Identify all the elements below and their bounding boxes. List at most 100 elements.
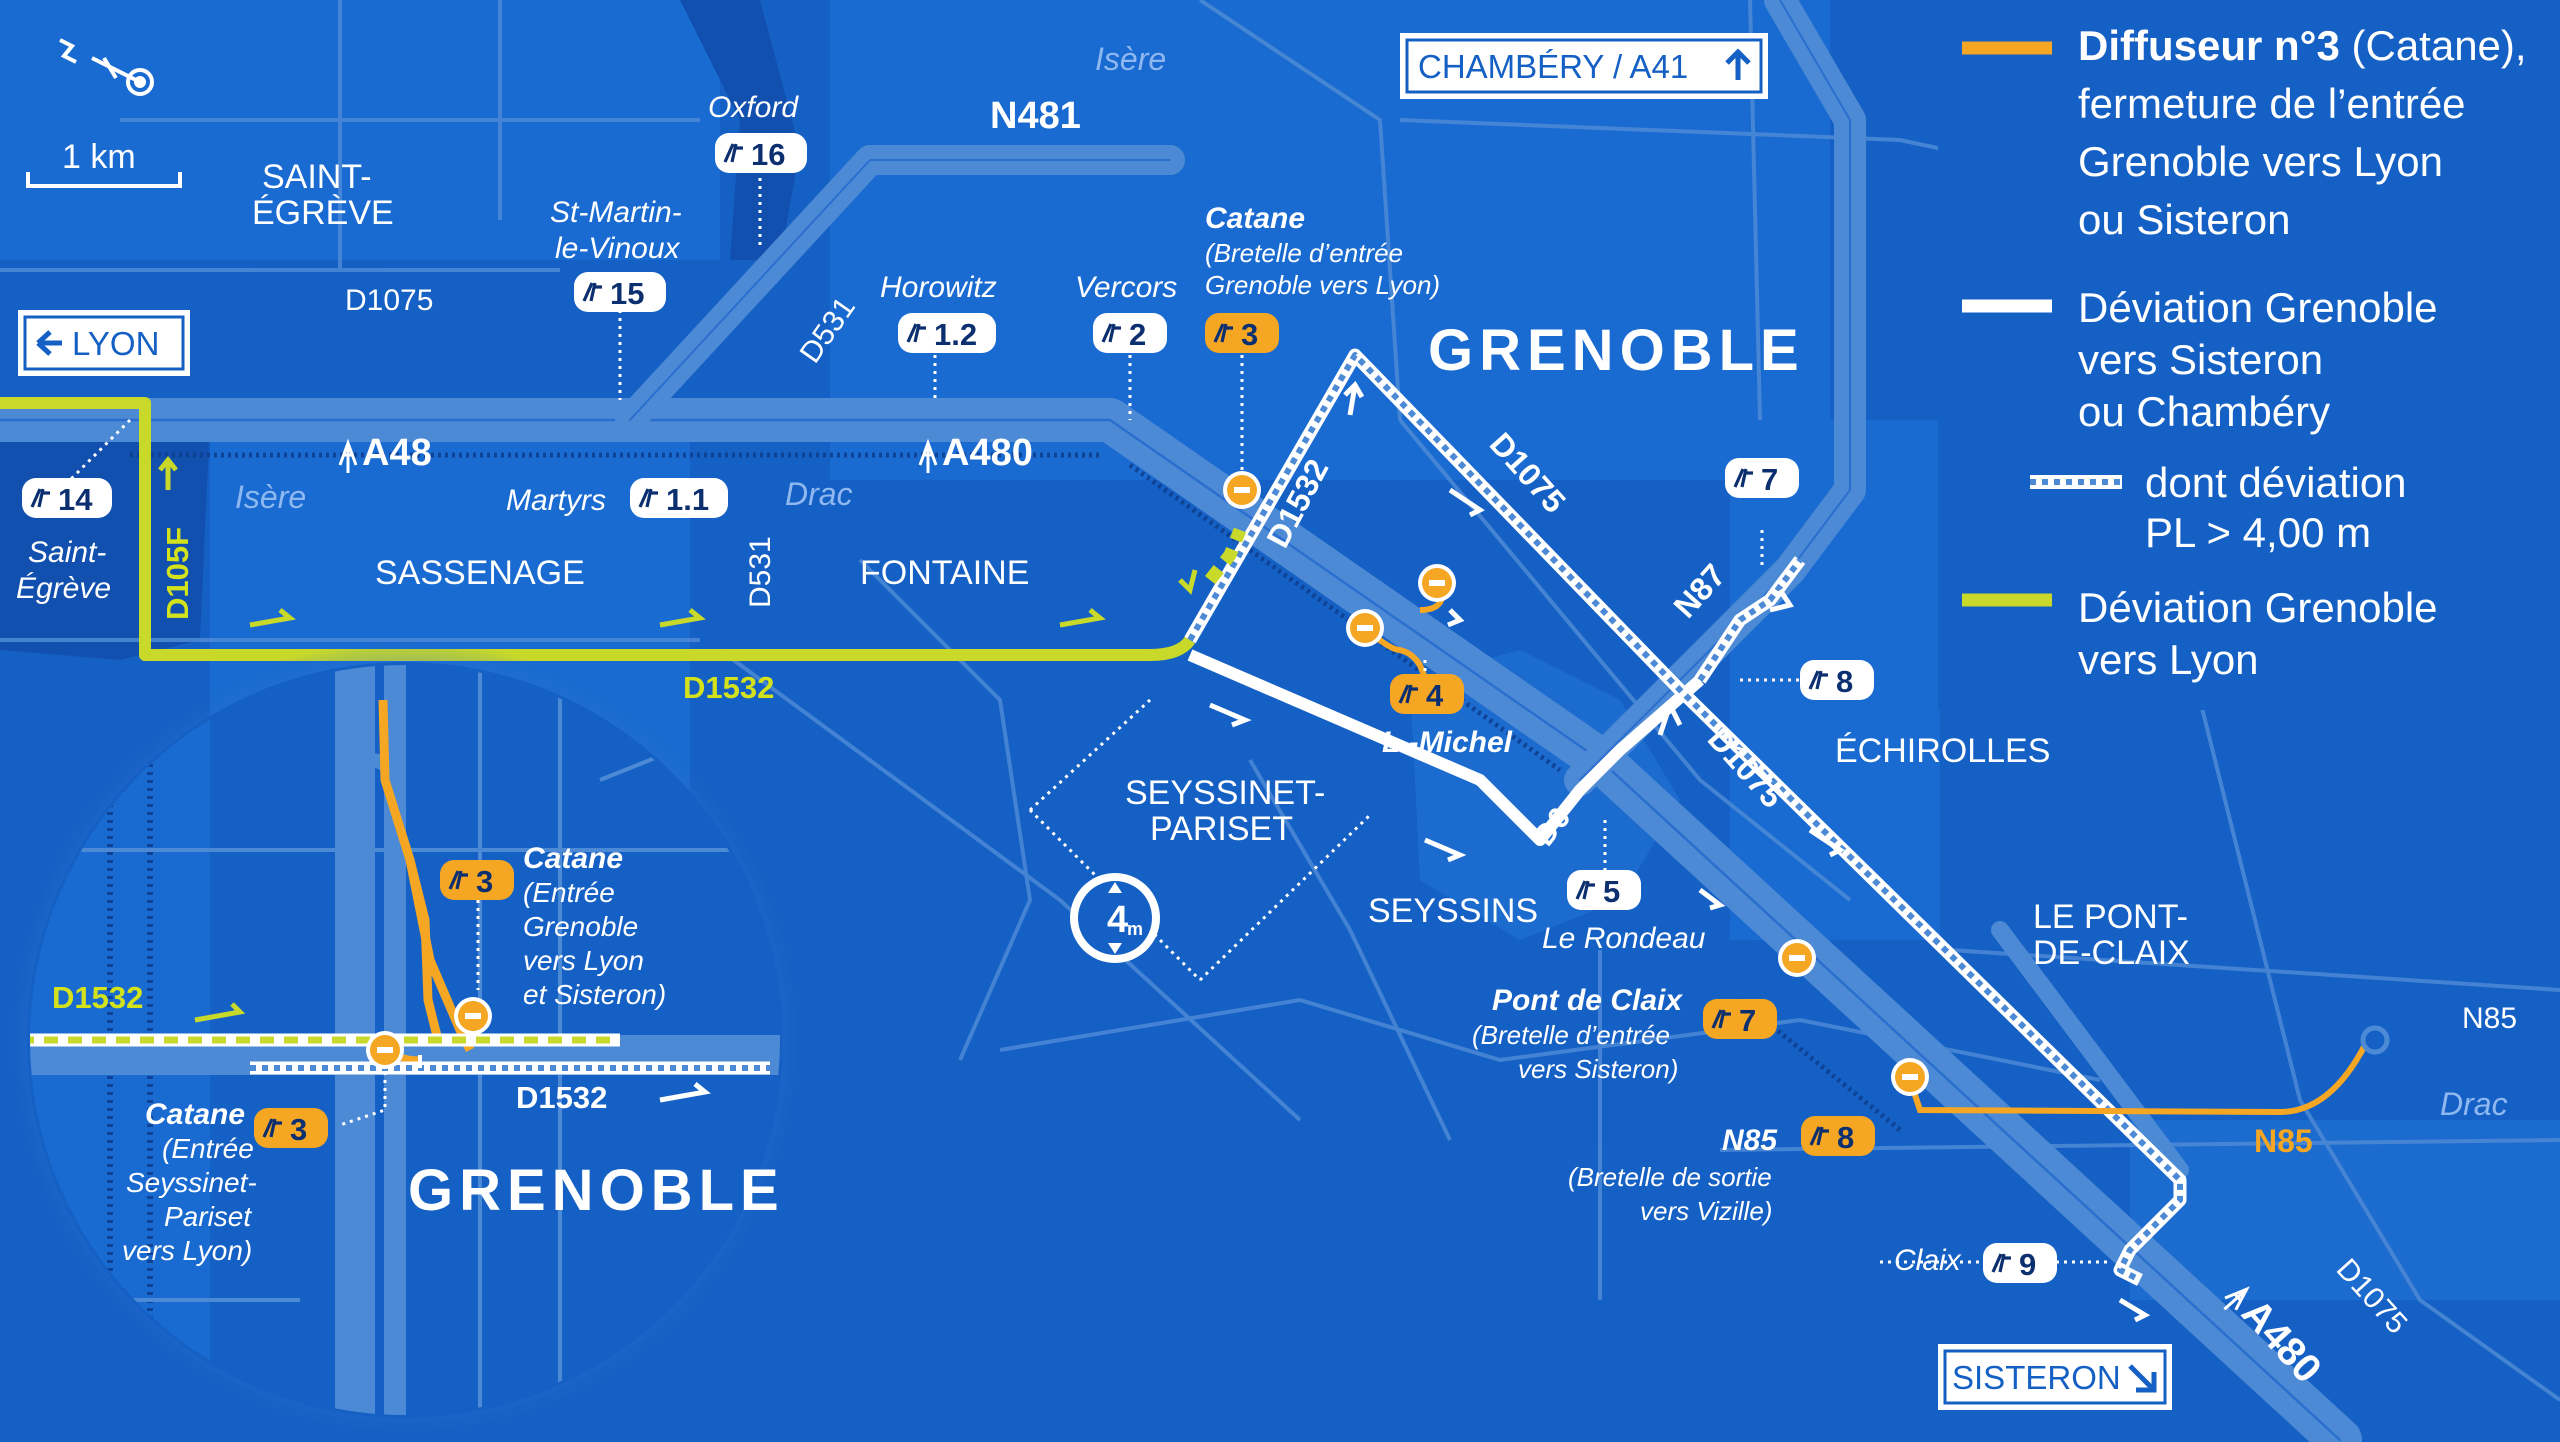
svg-text:vers Vizille): vers Vizille) — [1640, 1196, 1772, 1226]
svg-text:14: 14 — [58, 482, 93, 517]
svg-text:ou Chambéry: ou Chambéry — [2078, 388, 2330, 435]
svg-text:Égrève: Égrève — [16, 572, 111, 605]
sign-chambery: CHAMBÉRY / A41 — [1400, 33, 1768, 99]
deviation-lyon-arrows — [158, 455, 1198, 628]
svg-text:Horowitz: Horowitz — [880, 271, 997, 304]
sign-sisteron: SISTERON — [1938, 1344, 2172, 1410]
svg-text:1.2: 1.2 — [934, 317, 977, 352]
height-limit-value: 4 — [1107, 899, 1128, 941]
svg-text:dont déviation: dont déviation — [2145, 459, 2407, 506]
svg-text:3: 3 — [476, 864, 493, 899]
svg-text:SEYSSINET-: SEYSSINET- — [1125, 774, 1325, 812]
closure-marker-lmichel-2 — [1346, 609, 1384, 647]
svg-text:FONTAINE: FONTAINE — [860, 554, 1029, 592]
exit-badge-7-rocade: 7 — [1725, 458, 1799, 498]
svg-text:PL > 4,00 m: PL > 4,00 m — [2145, 509, 2371, 556]
svg-text:Drac: Drac — [785, 476, 853, 512]
svg-text:D1075: D1075 — [345, 284, 433, 317]
svg-text:ÉGRÈVE: ÉGRÈVE — [252, 194, 394, 232]
svg-text:Saint-: Saint- — [28, 536, 106, 569]
deviation-sisteron-route — [1187, 649, 1704, 846]
svg-text:N85: N85 — [2254, 1123, 2313, 1159]
svg-text:(Entrée: (Entrée — [162, 1133, 254, 1164]
svg-text:(Bretelle d’entrée: (Bretelle d’entrée — [1205, 238, 1403, 268]
closure-marker-n85 — [1891, 1058, 1929, 1096]
svg-text:DE-CLAIX: DE-CLAIX — [2033, 934, 2190, 972]
exit-badge-8-n85: 8 — [1801, 1116, 1875, 1156]
svg-text:vers Lyon: vers Lyon — [2078, 636, 2259, 683]
svg-text:D1532: D1532 — [52, 980, 143, 1015]
svg-text:3: 3 — [290, 1112, 307, 1147]
svg-text:Catane: Catane — [523, 842, 623, 875]
svg-text:et Sisteron): et Sisteron) — [523, 979, 666, 1010]
svg-text:GRENOBLE: GRENOBLE — [1428, 318, 1805, 383]
deviation-sisteron-hgv — [1184, 348, 2187, 1286]
exit-badge-1-2: 1.2 — [898, 313, 996, 353]
svg-text:Claix: Claix — [1894, 1244, 1962, 1277]
inset-exit-badge-bottom: 3 — [254, 1108, 328, 1148]
svg-text:7: 7 — [1761, 462, 1778, 497]
svg-text:16: 16 — [751, 137, 785, 172]
svg-text:D1532: D1532 — [516, 1080, 607, 1115]
svg-text:D105F: D105F — [160, 527, 195, 620]
river-embankment — [130, 452, 1902, 1132]
svg-text:Catane: Catane — [1205, 202, 1305, 235]
svg-text:SEYSSINS: SEYSSINS — [1368, 892, 1538, 930]
svg-text:4: 4 — [1426, 678, 1444, 713]
svg-text:Déviation Grenoble: Déviation Grenoble — [2078, 284, 2438, 331]
exit-labels: Saint- Égrève St-Martin- le-Vinoux Oxfor… — [16, 91, 1962, 1277]
svg-text:(Bretelle d’entrée: (Bretelle d’entrée — [1472, 1020, 1670, 1050]
svg-text:3: 3 — [1241, 317, 1258, 352]
svg-text:Isère: Isère — [1095, 41, 1166, 77]
svg-text:fermeture de l’entrée: fermeture de l’entrée — [2078, 80, 2466, 127]
exit-badge-9: 9 — [1983, 1243, 2057, 1283]
svg-text:L.-Michel: L.-Michel — [1382, 726, 1513, 759]
svg-text:1.1: 1.1 — [666, 482, 709, 517]
svg-text:SISTERON: SISTERON — [1952, 1359, 2121, 1396]
svg-text:A480: A480 — [942, 432, 1033, 474]
svg-text:15: 15 — [610, 276, 644, 311]
svg-text:PARISET: PARISET — [1150, 810, 1293, 848]
svg-text:SASSENAGE: SASSENAGE — [375, 554, 585, 592]
svg-text:Grenoble vers Lyon: Grenoble vers Lyon — [2078, 138, 2443, 185]
svg-text:Seyssinet-: Seyssinet- — [126, 1167, 257, 1198]
height-limit-sign: 4 m — [1070, 873, 1160, 963]
svg-text:Oxford: Oxford — [708, 91, 799, 124]
svg-text:Grenoble vers Lyon): Grenoble vers Lyon) — [1205, 270, 1440, 300]
svg-text:Grenoble: Grenoble — [523, 911, 638, 942]
closure-marker-pont-de-claix — [1778, 939, 1816, 977]
svg-text:ou Sisteron: ou Sisteron — [2078, 196, 2290, 243]
svg-text:vers Sisteron): vers Sisteron) — [1518, 1054, 1678, 1084]
exit-badge-4: 4 — [1390, 674, 1464, 714]
exit-badge-8-rocade: 8 — [1800, 660, 1874, 700]
exit-badge-7-pont-de-claix: 7 — [1703, 999, 1777, 1039]
svg-text:(Entrée: (Entrée — [523, 877, 615, 908]
svg-text:Catane: Catane — [145, 1098, 245, 1131]
svg-text:N85: N85 — [1722, 1124, 1778, 1157]
deviation-sisteron-arrows — [1209, 380, 2151, 1323]
svg-text:Le Rondeau: Le Rondeau — [1542, 922, 1706, 955]
motorways — [0, 0, 2362, 1442]
svg-text:vers Lyon): vers Lyon) — [122, 1235, 252, 1266]
city-labels: SAINT- ÉGRÈVE GRENOBLE SASSENAGE FONTAIN… — [252, 158, 2190, 972]
exit-badge-14: 14 — [22, 478, 112, 518]
exit-badge-15: 15 — [574, 272, 666, 312]
exit-badge-1-1: 1.1 — [630, 478, 728, 518]
svg-text:A48: A48 — [362, 432, 432, 474]
n85-junction — [2360, 1025, 2390, 1055]
svg-text:vers Sisteron: vers Sisteron — [2078, 336, 2323, 383]
svg-text:N87: N87 — [1666, 557, 1732, 625]
svg-text:5: 5 — [1603, 874, 1620, 909]
svg-text:LE PONT-: LE PONT- — [2033, 898, 2188, 936]
height-limit-unit: m — [1127, 919, 1143, 939]
svg-text:CHAMBÉRY / A41: CHAMBÉRY / A41 — [1418, 48, 1688, 85]
svg-text:D1532: D1532 — [683, 670, 774, 705]
exit-badge-5: 5 — [1567, 870, 1641, 910]
svg-text:Isère: Isère — [235, 479, 306, 515]
legend-closure-rest: (Catane), — [2340, 22, 2527, 69]
svg-text:ÉCHIROLLES: ÉCHIROLLES — [1835, 732, 2050, 770]
svg-text:(Bretelle de sortie: (Bretelle de sortie — [1568, 1162, 1772, 1192]
svg-text:LYON: LYON — [72, 325, 159, 362]
svg-text:2: 2 — [1129, 317, 1146, 352]
